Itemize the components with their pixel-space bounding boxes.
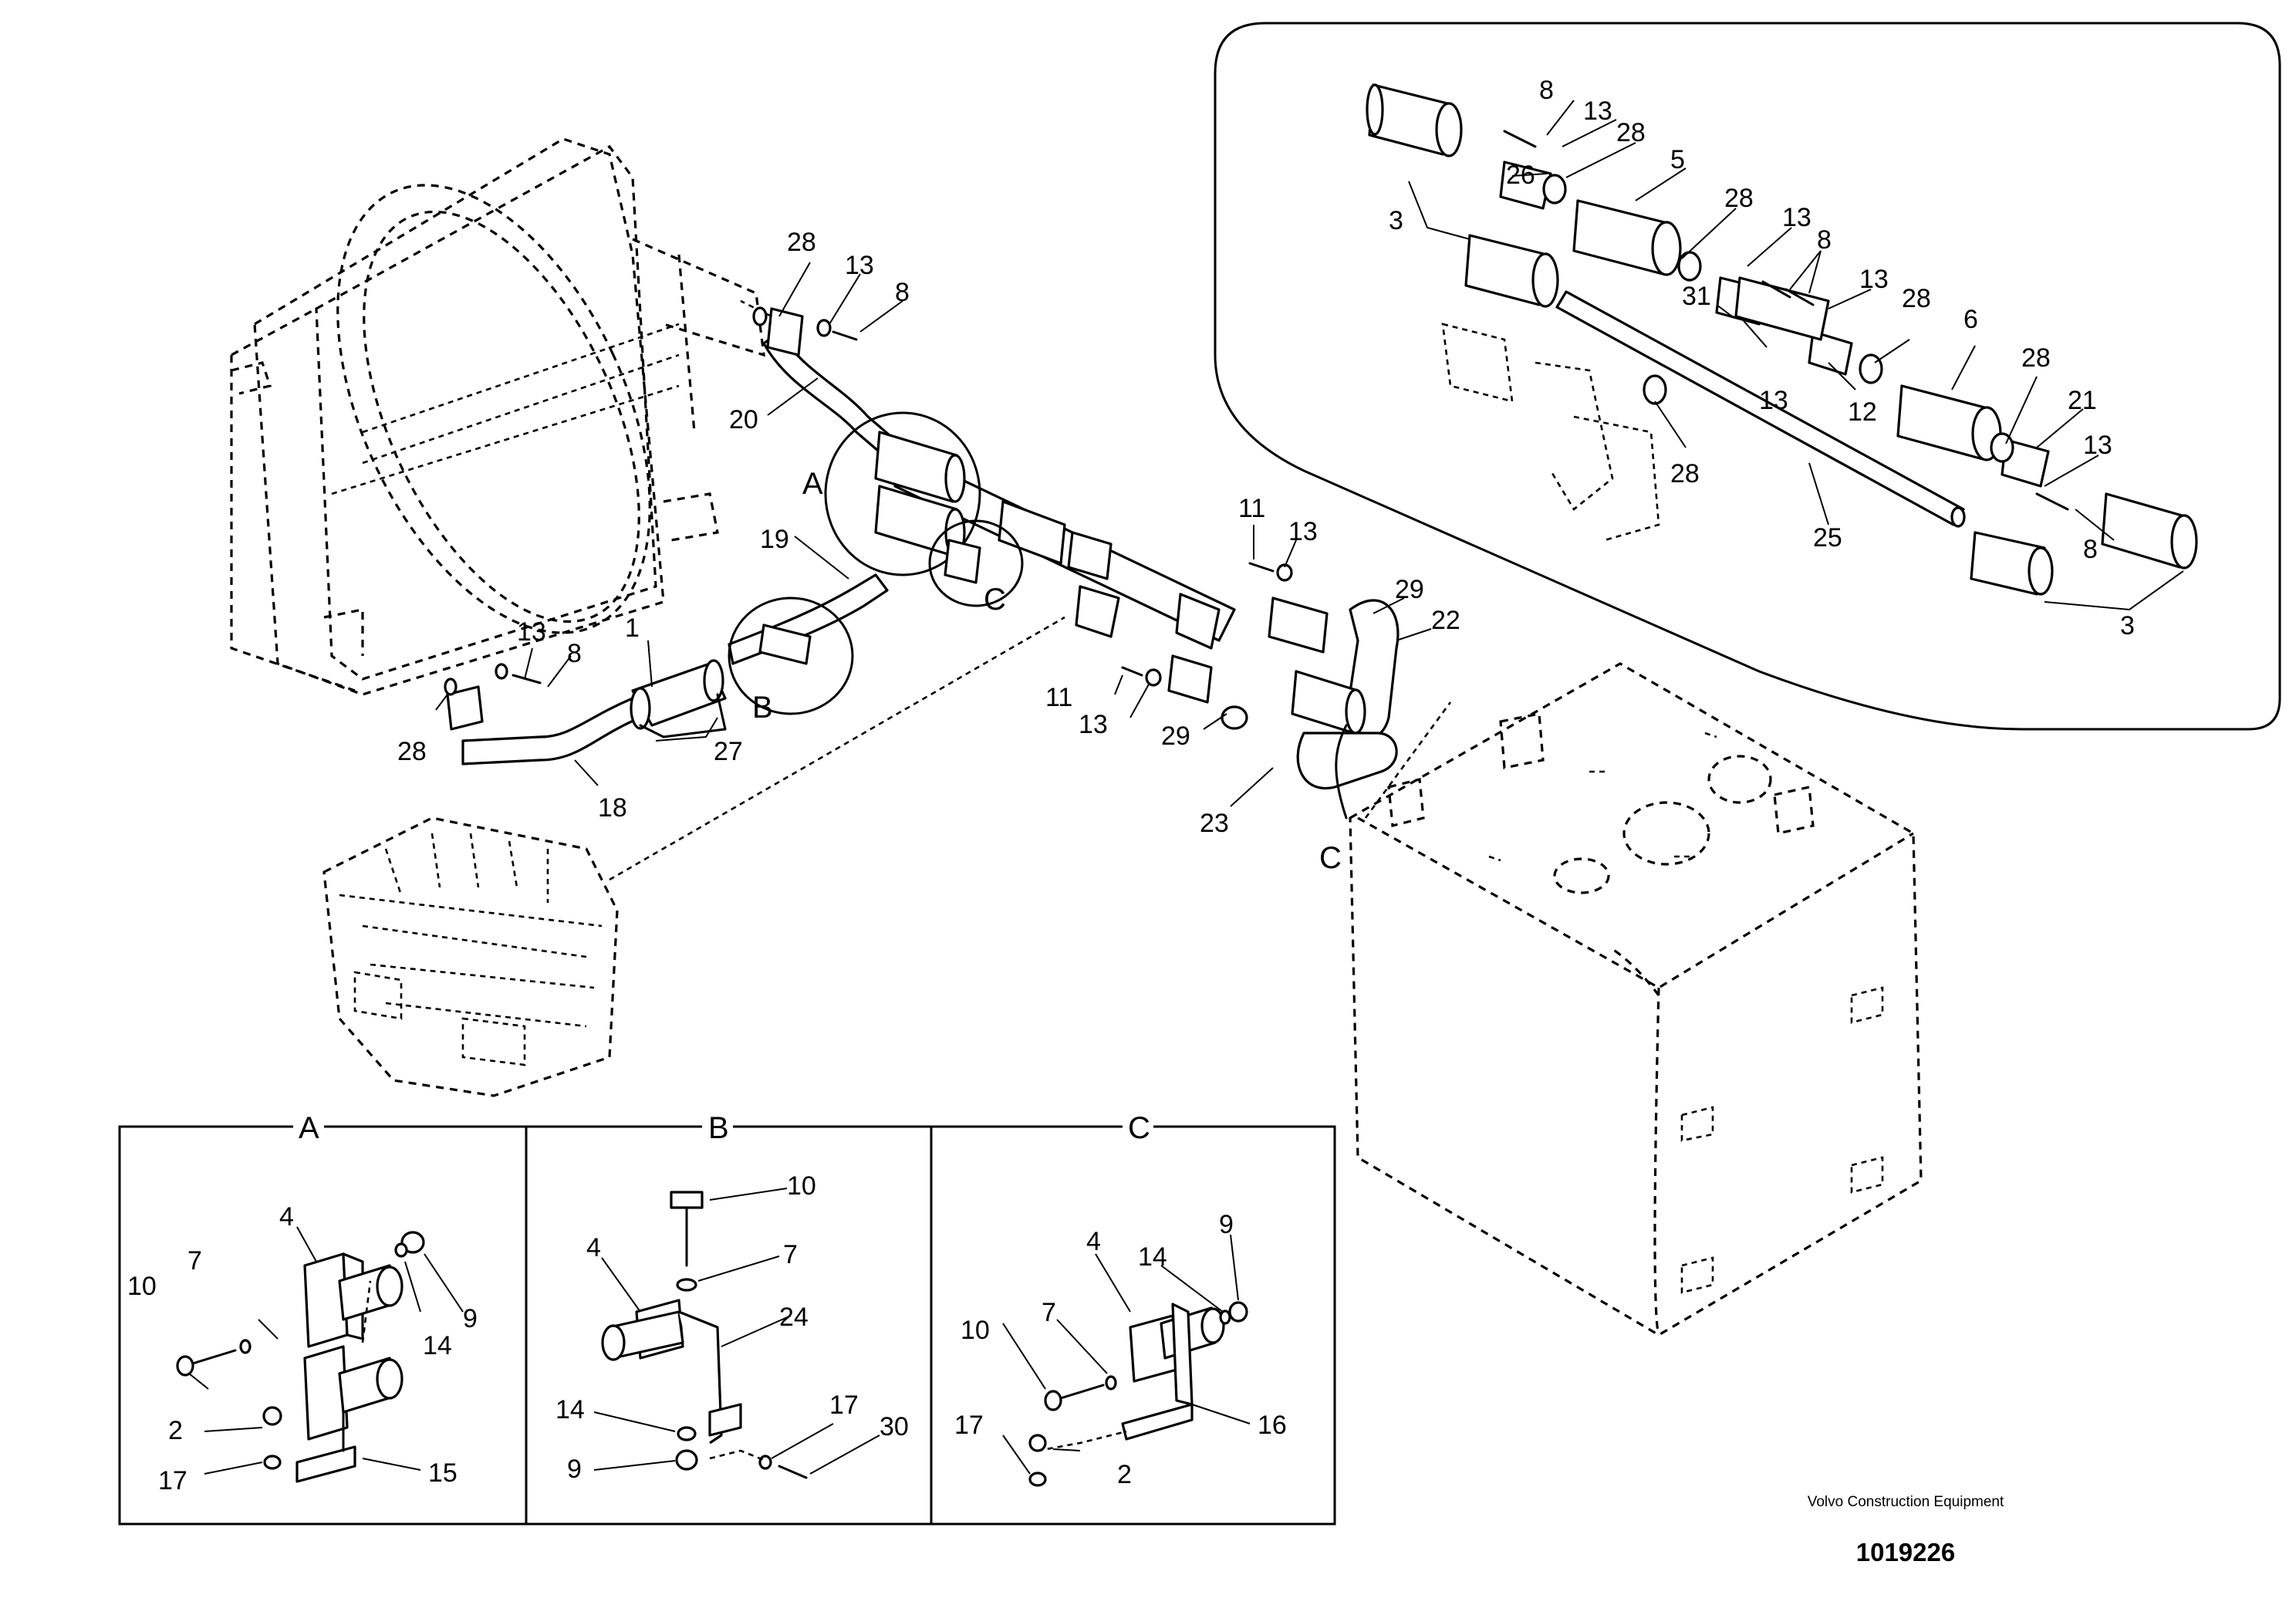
callout-9: 9 bbox=[567, 1455, 582, 1484]
callout-8: 8 bbox=[1539, 76, 1554, 105]
callout-1: 1 bbox=[625, 613, 640, 643]
callout-28: 28 bbox=[1616, 118, 1646, 147]
callout-13: 13 bbox=[845, 251, 874, 280]
callout-4: 4 bbox=[586, 1233, 601, 1262]
callout-13: 13 bbox=[1759, 386, 1788, 415]
callout-10: 10 bbox=[127, 1272, 157, 1301]
flange-12 bbox=[1808, 330, 1853, 376]
callout-11: 11 bbox=[1238, 494, 1265, 523]
callout-15: 15 bbox=[428, 1458, 458, 1488]
inset-exploded-view bbox=[1214, 22, 2281, 731]
callout-14: 14 bbox=[555, 1395, 585, 1424]
company-caption: Volvo Construction Equipment bbox=[1807, 1494, 2004, 1510]
callout-13: 13 bbox=[1859, 265, 1889, 294]
callout-18: 18 bbox=[598, 793, 627, 823]
callout-25: 25 bbox=[1813, 523, 1842, 552]
callout-13: 13 bbox=[517, 617, 546, 647]
callout-13: 13 bbox=[1782, 203, 1811, 232]
callout-28: 28 bbox=[397, 737, 427, 766]
hose-3-top bbox=[1366, 83, 1463, 157]
callout-7: 7 bbox=[187, 1246, 202, 1276]
pipe-23 bbox=[1296, 732, 1398, 790]
callout-28: 28 bbox=[1902, 284, 1931, 313]
detail-circle-a bbox=[824, 411, 981, 576]
callout-17: 17 bbox=[158, 1466, 187, 1495]
callout-11: 11 bbox=[1045, 683, 1072, 712]
callout-28: 28 bbox=[1670, 459, 1700, 488]
callout-29: 29 bbox=[1395, 575, 1424, 604]
callout-13: 13 bbox=[1583, 96, 1612, 126]
detail-box-b-title: B bbox=[708, 1111, 729, 1145]
hose-3-lower bbox=[1970, 531, 2054, 596]
callout-8: 8 bbox=[1817, 225, 1832, 255]
callout-14: 14 bbox=[1138, 1242, 1167, 1272]
callout-10: 10 bbox=[961, 1316, 990, 1345]
callout-6: 6 bbox=[1963, 305, 1978, 334]
callout-21: 21 bbox=[2068, 386, 2097, 415]
callout-20: 20 bbox=[729, 405, 758, 434]
detail-box-a-title: A bbox=[299, 1111, 319, 1145]
callout-3: 3 bbox=[2120, 611, 2135, 640]
callout-17: 17 bbox=[829, 1391, 859, 1420]
callout-5: 5 bbox=[1670, 145, 1685, 174]
detail-circle-b bbox=[728, 596, 854, 715]
callout-28: 28 bbox=[787, 228, 816, 257]
main-pipe-assembly bbox=[435, 262, 1432, 819]
detail-label-a: A bbox=[802, 467, 823, 501]
callout-28: 28 bbox=[2021, 343, 2051, 373]
callout-30: 30 bbox=[880, 1412, 909, 1441]
callout-24: 24 bbox=[779, 1303, 809, 1332]
hydraulic-tank-ghost bbox=[1349, 662, 1923, 1336]
detail-label-c: C bbox=[984, 583, 1006, 617]
callout-8: 8 bbox=[895, 278, 910, 307]
callout-29: 29 bbox=[1161, 721, 1190, 751]
callout-9: 9 bbox=[1219, 1210, 1234, 1239]
detail-label-b: B bbox=[752, 691, 773, 725]
callout-8: 8 bbox=[567, 639, 582, 668]
detail-box-c-title: C bbox=[1128, 1111, 1150, 1145]
callout-19: 19 bbox=[760, 525, 789, 554]
callout-4: 4 bbox=[1086, 1227, 1101, 1256]
hose-3-middle bbox=[1464, 234, 1559, 308]
callout-7: 7 bbox=[783, 1240, 798, 1269]
callout-13: 13 bbox=[1079, 710, 1108, 739]
radiator-ghost bbox=[230, 137, 765, 696]
detail-circle-c bbox=[928, 519, 1024, 607]
detail-label-c-hose: C bbox=[1319, 841, 1342, 875]
callout-13: 13 bbox=[2083, 431, 2112, 460]
callout-17: 17 bbox=[954, 1411, 984, 1440]
callout-14: 14 bbox=[423, 1331, 452, 1360]
callout-12: 12 bbox=[1848, 397, 1877, 427]
callout-23: 23 bbox=[1200, 809, 1229, 838]
callout-16: 16 bbox=[1258, 1411, 1287, 1440]
callout-labels: 8 13 28 5 26 3 28 13 8 13 31 28 6 13 12 … bbox=[127, 76, 2135, 1495]
callout-26: 26 bbox=[1506, 161, 1535, 190]
callout-28: 28 bbox=[1724, 184, 1754, 213]
hose-3-right bbox=[2101, 492, 2198, 569]
callout-4: 4 bbox=[279, 1202, 294, 1232]
callout-13: 13 bbox=[1288, 517, 1318, 546]
callout-3: 3 bbox=[1389, 206, 1403, 235]
callout-9: 9 bbox=[463, 1304, 478, 1333]
callout-2: 2 bbox=[1117, 1460, 1132, 1489]
control-valve-ghost bbox=[322, 816, 619, 1097]
callout-8: 8 bbox=[2083, 535, 2098, 564]
callout-31: 31 bbox=[1682, 282, 1711, 311]
callout-10: 10 bbox=[787, 1171, 816, 1201]
callout-27: 27 bbox=[714, 737, 743, 766]
callout-2: 2 bbox=[168, 1416, 183, 1445]
callout-22: 22 bbox=[1431, 606, 1460, 635]
document-number: 1019226 bbox=[1855, 1538, 1956, 1566]
detail-boxes bbox=[118, 1111, 1336, 1526]
callout-7: 7 bbox=[1042, 1298, 1056, 1327]
